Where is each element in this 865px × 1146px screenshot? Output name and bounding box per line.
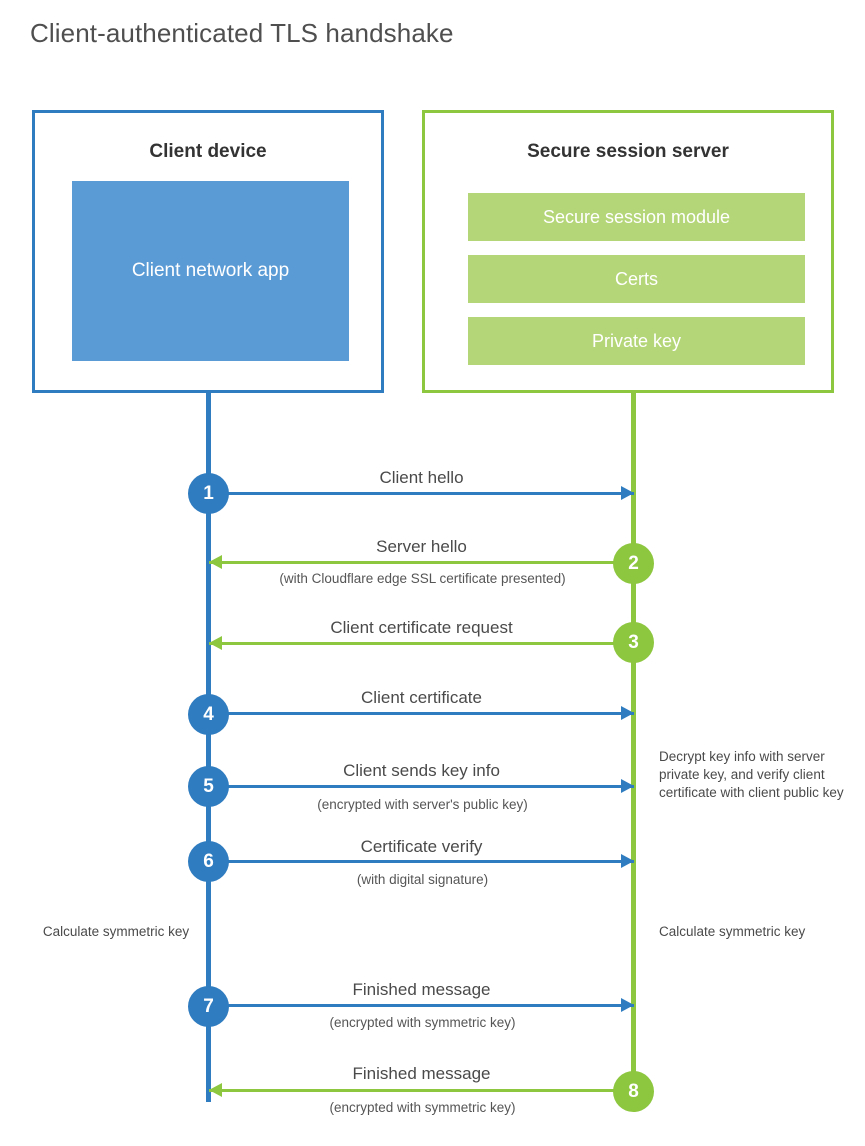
step-4-label: Client certificate [361,688,482,707]
step-6-sublabel: (with digital signature) [356,872,489,887]
step-marker-8: 8 [613,1071,654,1112]
step-6-arrow-head-icon [621,854,634,868]
page-title: Client-authenticated TLS handshake [30,18,454,48]
step-8-arrow-line [209,1089,634,1092]
step-marker-7: 7 [188,986,229,1027]
step-2-arrow-line [209,561,634,564]
step-5-arrow-head-icon [621,779,634,793]
step-4-arrow-head-icon [621,706,634,720]
step-marker-4: 4 [188,694,229,735]
step-5-arrow-line [209,785,634,788]
step-7-sublabel: (encrypted with symmetric key) [329,1015,516,1030]
client-calculate-annotation: Calculate symmetric key [42,924,190,939]
step-5-sublabel: (encrypted with server's public key) [317,797,528,812]
step-5-label: Client sends key info [343,761,500,780]
server-component-private-key: Private key [468,317,805,365]
step-4-arrow-line [209,712,634,715]
secure-session-server-box: Secure session server Secure session mod… [422,110,834,393]
step-6-arrow-line [209,860,634,863]
server-calculate-annotation: Calculate symmetric key [659,924,806,939]
step-marker-1: 1 [188,473,229,514]
step-7-arrow-head-icon [621,998,634,1012]
step-2-sublabel: (with Cloudflare edge SSL certificate pr… [279,571,566,586]
step-3-arrow-line [209,642,634,645]
secure-session-server-title: Secure session server [527,141,729,162]
step-marker-5: 5 [188,766,229,807]
client-device-title: Client device [149,141,267,162]
server-lifeline [631,390,636,1092]
step-8-sublabel: (encrypted with symmetric key) [329,1100,516,1115]
client-network-app-block: Client network app [72,181,349,361]
step-3-label: Client certificate request [330,618,513,637]
step-1-label: Client hello [379,468,464,487]
step-8-label: Finished message [352,1064,491,1083]
step-marker-6: 6 [188,841,229,882]
client-device-box: Client device Client network app [32,110,384,393]
step-2-label: Server hello [376,537,467,556]
step-marker-3: 3 [613,622,654,663]
step-7-label: Finished message [352,980,491,999]
step-3-arrow-head-icon [209,636,222,650]
client-lifeline [206,390,211,1102]
step-1-arrow-head-icon [621,486,634,500]
step-2-arrow-head-icon [209,555,222,569]
step-7-arrow-line [209,1004,634,1007]
server-component-certs: Certs [468,255,805,303]
step-6-label: Certificate verify [360,837,483,856]
step-marker-2: 2 [613,543,654,584]
server-component-secure-session-module: Secure session module [468,193,805,241]
step-1-arrow-line [209,492,634,495]
step-8-arrow-head-icon [209,1083,222,1097]
server-decrypt-annotation: Decrypt key info with server private key… [659,749,844,800]
